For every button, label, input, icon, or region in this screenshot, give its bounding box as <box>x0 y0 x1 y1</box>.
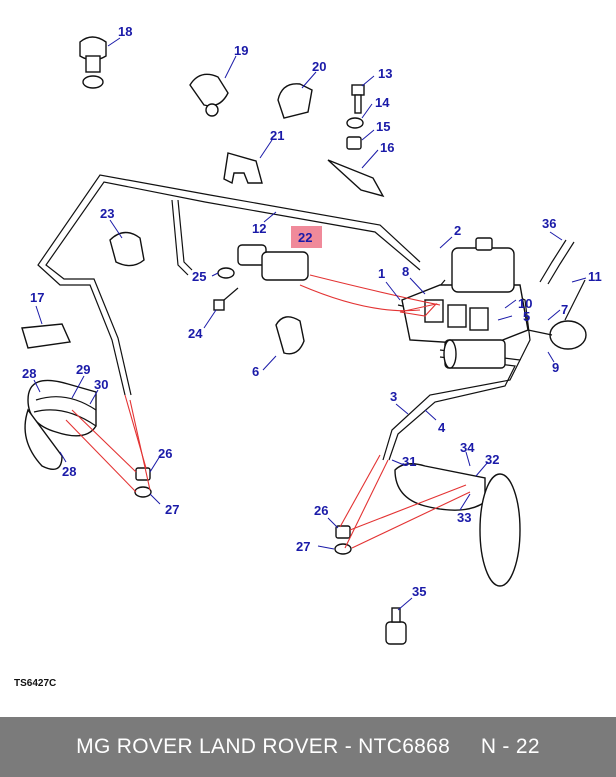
part-25-washer <box>217 267 235 279</box>
part-27-washer-left <box>134 486 152 498</box>
front-left-hose-assembly <box>24 379 97 470</box>
callout-leader-lines <box>33 37 587 611</box>
callout-10: 10 <box>518 296 532 311</box>
part-19-clip <box>189 73 229 117</box>
part-17-clip <box>21 323 72 349</box>
part-36-hose <box>539 239 575 285</box>
rear-right-hose-assembly <box>394 463 521 587</box>
part-27-washer-right <box>334 543 352 555</box>
callout-21: 21 <box>270 128 284 143</box>
callout-34: 34 <box>460 440 475 455</box>
callout-16: 16 <box>380 140 394 155</box>
footer-page: N - 22 <box>480 735 540 758</box>
part-23-bush <box>109 231 145 267</box>
diagram-reference-code: TS6427C <box>14 678 56 689</box>
part-22-pipe-connector <box>237 244 309 281</box>
callout-35: 35 <box>412 584 426 599</box>
callout-20: 20 <box>312 59 326 74</box>
callout-36: 36 <box>542 216 556 231</box>
part-35-bleed-screw <box>385 607 407 645</box>
footer-spacer <box>450 735 481 759</box>
part-6-p-clip <box>275 316 305 355</box>
part-20-p-clip <box>277 83 313 119</box>
footer-bar: MG ROVER LAND ROVER - NTC6868 N - 22 <box>0 717 616 777</box>
callout-18: 18 <box>118 24 132 39</box>
part-16-bracket <box>327 159 385 198</box>
callout-27-right: 27 <box>296 539 310 554</box>
callout-17: 17 <box>30 290 44 305</box>
callout-2: 2 <box>454 223 461 238</box>
parts-diagram: 18 19 20 13 14 15 16 21 23 12 22 2 36 1 … <box>14 24 602 689</box>
callout-8: 8 <box>402 264 409 279</box>
part-14-washer <box>346 117 364 129</box>
red-connection-lines <box>65 274 471 549</box>
callout-26-right: 26 <box>314 503 328 518</box>
part-13-bolt <box>351 84 365 114</box>
callout-28-top: 28 <box>22 366 36 381</box>
callout-28-bottom: 28 <box>62 464 76 479</box>
callout-23: 23 <box>100 206 114 221</box>
footer-title: MG ROVER LAND ROVER - NTC6868 <box>76 735 451 758</box>
callout-6: 6 <box>252 364 259 379</box>
part-15-nut <box>346 136 362 150</box>
callout-22: 22 <box>298 230 312 245</box>
callout-3: 3 <box>390 389 397 404</box>
callout-4: 4 <box>438 420 446 435</box>
callout-14: 14 <box>375 95 390 110</box>
part-21-clip <box>223 152 263 185</box>
callout-labels: 18 19 20 13 14 15 16 21 23 12 22 2 36 1 … <box>22 24 602 599</box>
part-11-hose <box>564 279 586 321</box>
callout-1: 1 <box>378 266 385 281</box>
callout-30: 30 <box>94 377 108 392</box>
callout-26-left: 26 <box>158 446 172 461</box>
callout-7: 7 <box>561 302 568 317</box>
part-26-nut-left <box>135 467 151 481</box>
abs-modulator-unit <box>401 237 587 369</box>
callout-11: 11 <box>588 269 602 284</box>
highlight-box-22 <box>291 226 322 248</box>
callout-33: 33 <box>457 510 471 525</box>
callout-15: 15 <box>376 119 390 134</box>
callout-19: 19 <box>234 43 248 58</box>
callout-25: 25 <box>192 269 206 284</box>
callout-31: 31 <box>402 454 416 469</box>
callout-9: 9 <box>552 360 559 375</box>
callout-24: 24 <box>188 326 203 341</box>
part-26-nut-right <box>335 525 351 539</box>
callout-32: 32 <box>485 452 499 467</box>
callout-27-left: 27 <box>165 502 179 517</box>
part-18-grommet <box>79 36 107 89</box>
callout-5: 5 <box>523 309 530 324</box>
callout-29: 29 <box>76 362 90 377</box>
callout-13: 13 <box>378 66 392 81</box>
part-24-bolt <box>213 287 239 311</box>
callout-12: 12 <box>252 221 266 236</box>
